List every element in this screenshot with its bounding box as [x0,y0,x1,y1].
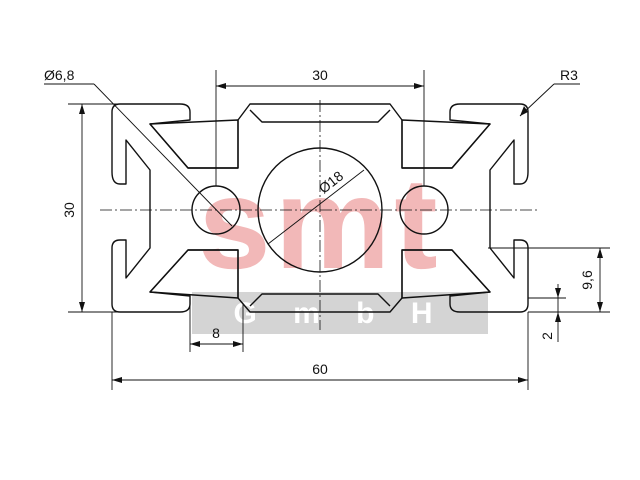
watermark-band [192,292,488,334]
label-right-9-6: 9,6 [579,270,595,290]
label-top-30: 30 [312,67,328,83]
upper-left-slot [149,119,239,169]
label-radius: R3 [560,67,578,83]
center-hole [257,147,383,273]
label-small-hole: Ø6,8 [44,67,75,83]
label-slot-8: 8 [212,325,220,341]
label-left-30: 30 [61,202,77,218]
arrow [79,302,85,312]
arrow [414,83,424,89]
arrowheads [79,83,603,383]
label-overall-60: 60 [312,361,328,377]
arrow [190,341,200,347]
label-wall-2: 2 [539,332,555,340]
arrow [216,83,226,89]
top-center-slot [249,109,391,123]
leader-center-hole [267,169,365,245]
arrow [518,377,528,383]
arrow [233,341,243,347]
arrow [555,288,561,298]
arrow [520,106,528,116]
arrow [597,248,603,258]
watermark-sub: G m b H [233,297,446,330]
arrow [79,104,85,114]
lower-left-slot [149,249,239,299]
arrow [555,312,561,322]
center-lines [100,100,540,330]
bottom-center-slot [249,293,391,307]
arrow [597,302,603,312]
leader-small-hole-diag [93,83,233,227]
outer-contour [111,103,529,313]
arrow [112,377,122,383]
lower-right-slot [401,249,491,299]
upper-right-slot [401,119,491,169]
profile-outline [111,103,529,313]
